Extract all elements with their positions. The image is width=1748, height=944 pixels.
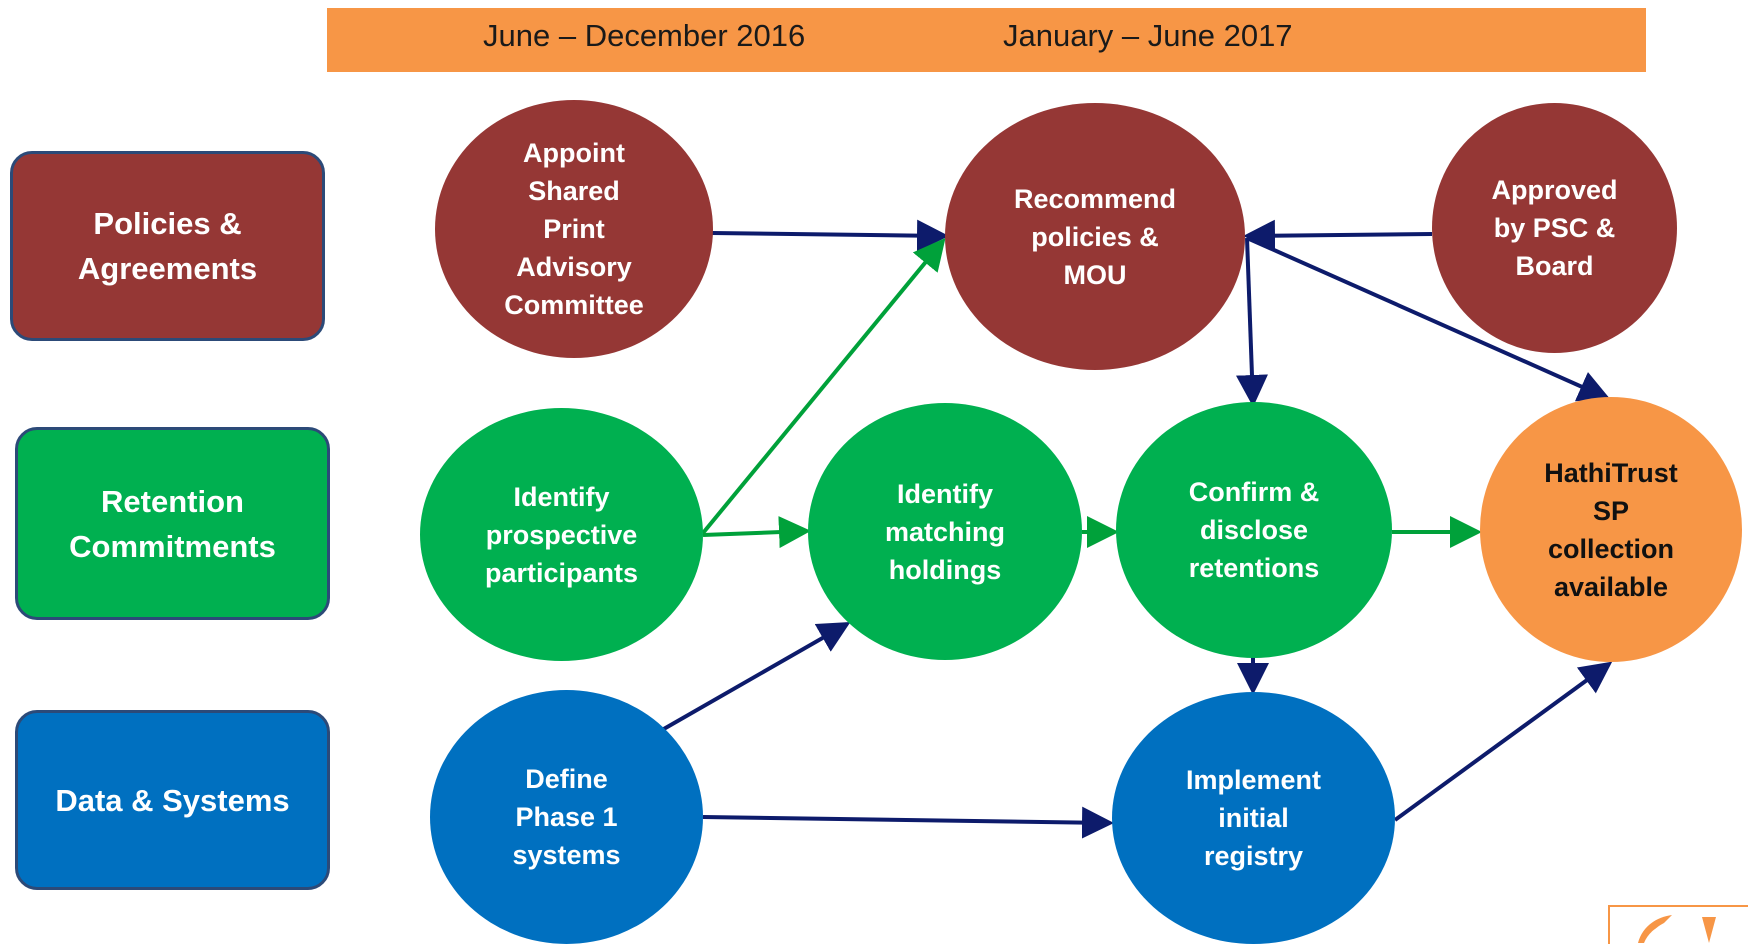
node-implement-registry: Implement initial registry [1112,692,1395,944]
node-define-systems: Define Phase 1 systems [430,690,703,944]
node-identify-holdings-text: Identify matching holdings [884,478,1005,585]
arrow-define-to-implement [702,806,1114,839]
node-confirm-retentions: Confirm & disclose retentions [1116,402,1392,658]
arrow-implement-to-hathitrust [1393,661,1613,822]
arrow-appoint-to-recommend [711,219,949,252]
timeline-period-2017: January – June 2017 [1003,18,1293,53]
arrow-define-to-holdings [661,622,851,732]
timeline-period-2016: June – December 2016 [483,18,806,53]
node-hathitrust-collection: HathiTrust SP collection available [1480,397,1742,662]
row-label-data: Data & Systems [15,710,330,890]
node-identify-participants: Identify prospective participants [420,408,703,661]
node-recommend-policies: Recommend policies & MOU [945,103,1245,370]
row-label-data-text: Data & Systems [55,782,290,818]
node-approved-by-psc: Approved by PSC & Board [1432,103,1677,353]
node-identify-participants-text: Identify prospective participants [484,481,639,588]
node-define-systems-text: Define Phase 1 systems [512,764,621,870]
hathitrust-logo [1608,905,1748,944]
node-appoint-committee-text: Appoint Shared Print Advisory Committee [504,138,644,320]
arrow-participants-to-recommend [701,237,946,535]
arrow-participants-to-holdings [702,516,811,549]
hathitrust-logo-mark [1638,915,1716,943]
row-label-policies-text: Policies & Agreements [77,206,258,286]
arrow-approved-to-recommend [1243,219,1433,252]
arrow-recommend-to-hathitrust [1246,236,1611,402]
arrow-recommend-to-confirm [1235,237,1268,407]
row-label-retention-text: Retention Commitments [69,483,276,564]
row-label-retention: Retention Commitments [15,427,330,620]
node-appoint-committee: Appoint Shared Print Advisory Committee [435,100,713,358]
node-identify-holdings: Identify matching holdings [808,403,1082,660]
node-recommend-policies-text: Recommend policies & MOU [1013,183,1177,290]
row-label-policies: Policies & Agreements [10,151,325,341]
node-approved-by-psc-text: Approved by PSC & Board [1491,175,1618,281]
node-implement-registry-text: Implement initial registry [1185,765,1322,871]
timeline-bar [327,8,1646,72]
node-hathitrust-collection-text: HathiTrust SP collection available [1544,457,1678,602]
node-confirm-retentions-text: Confirm & disclose retentions [1188,477,1320,583]
